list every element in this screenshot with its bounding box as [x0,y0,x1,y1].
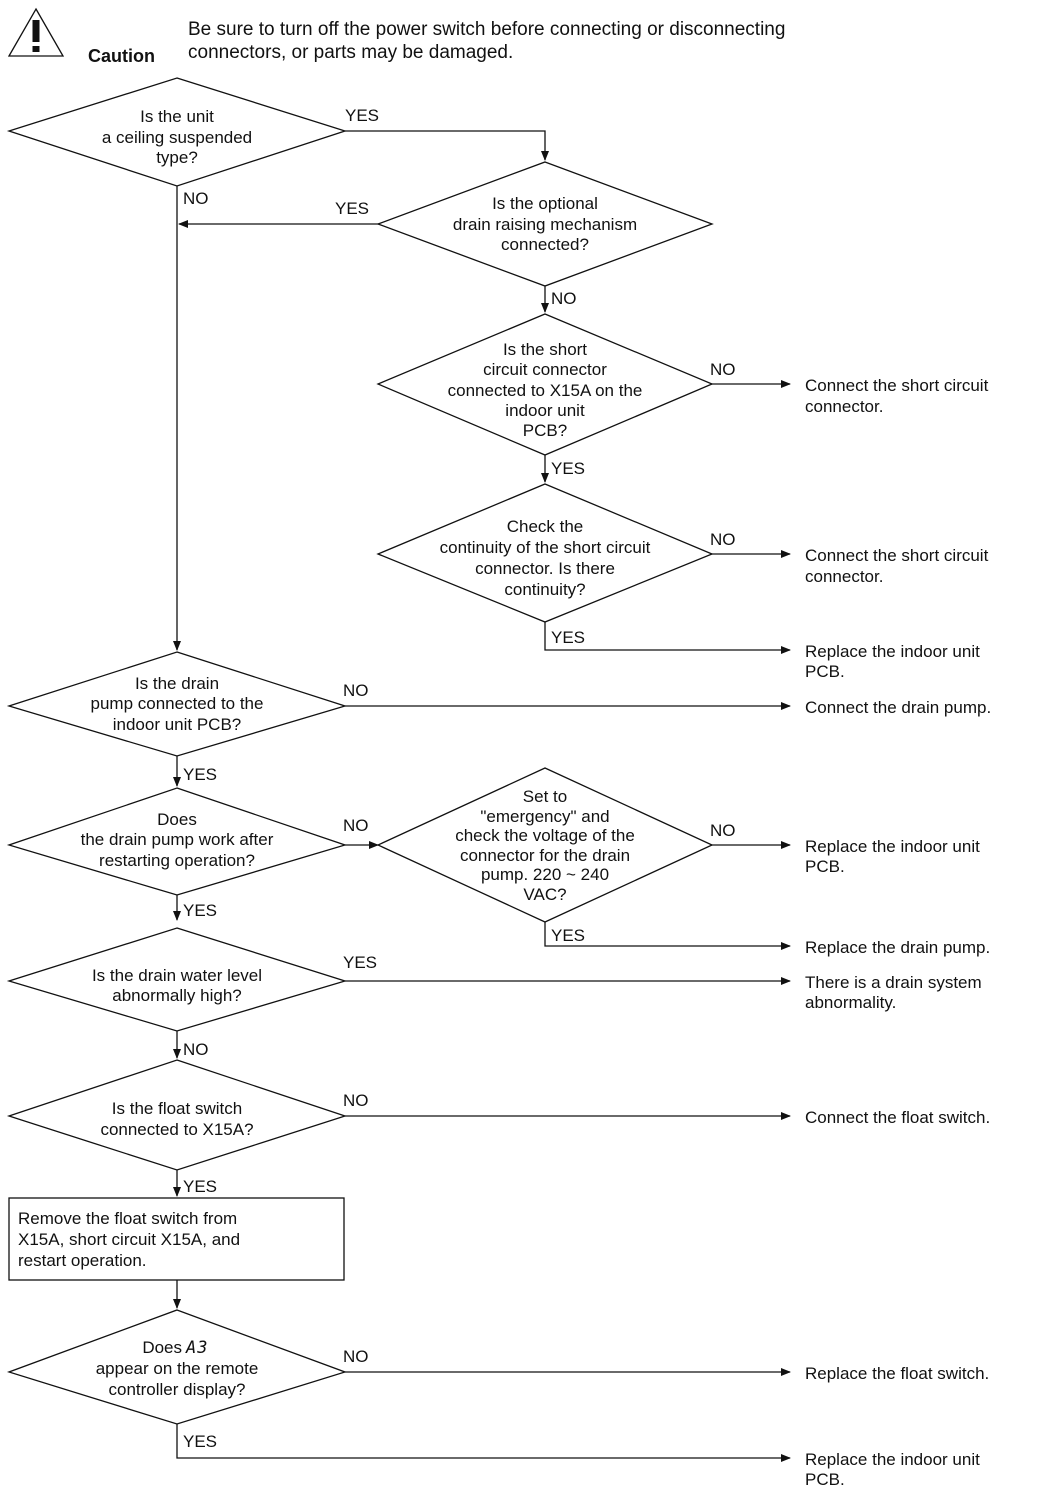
text-d1-2: type? [156,148,198,167]
text-d4-3: continuity? [504,580,585,599]
label-no-d4: NO [710,530,736,549]
text-d2-1: drain raising mechanism [453,215,637,234]
process-remove-float-switch [8,1197,345,1281]
text-d7-0: Set to [523,787,567,806]
outcome-3-0: Replace the indoor unit [805,642,980,661]
decision-water-level [6,927,348,1032]
text-d8-1: abnormally high? [112,986,241,1005]
outcome-10-1: PCB. [805,1470,845,1489]
text-d3-4: PCB? [523,421,567,440]
text-d7-2: check the voltage of the [455,826,635,845]
label-no-d5: NO [343,681,369,700]
caution-line-2: connectors, or parts may be damaged. [188,42,514,63]
label-yes-d2: YES [335,199,369,218]
text-d7-1: "emergency" and [480,807,609,826]
text-d3-2: connected to X15A on the [448,381,643,400]
text-d1-1: a ceiling suspended [102,128,252,147]
text-d7-3: connector for the drain [460,846,630,865]
text-b1-1: X15A, short circuit X15A, and [18,1230,240,1249]
label-yes-d4: YES [551,628,585,647]
outcome-7-0: There is a drain system [805,973,982,992]
text-d3-1: circuit connector [483,360,607,379]
text-d10-0: appear on the remote [96,1359,259,1378]
caution-notice: Caution Be sure to turn off the power sw… [8,6,908,66]
outcome-5-0: Replace the indoor unit [805,837,980,856]
decision-continuity [376,483,714,623]
text-d10-does: Does [142,1338,182,1357]
text-d10-1: controller display? [108,1380,245,1399]
decision-drain-raising [376,161,714,287]
outcome-6-0: Replace the drain pump. [805,938,990,957]
label-no-d9: NO [343,1091,369,1110]
text-d4-0: Check the [507,517,584,536]
outcome-8-0: Connect the float switch. [805,1108,990,1127]
label-yes-d10: YES [183,1432,217,1451]
text-d4-1: continuity of the short circuit [440,538,651,557]
decision-drain-pump-works [6,787,348,896]
text-d9-0: Is the float switch [112,1099,242,1118]
label-yes-d1: YES [345,106,379,125]
outcome-7-1: abnormality. [805,993,896,1012]
label-no-d10: NO [343,1347,369,1366]
outcome-1-0: Connect the short circuit [805,376,989,395]
caution-label: Caution [88,46,155,66]
text-d2-2: connected? [501,235,589,254]
decision-a3-display [6,1309,348,1425]
decision-drain-pump-connected [6,651,348,757]
outcome-3-1: PCB. [805,662,845,681]
text-d8-0: Is the drain water level [92,966,262,985]
text-d6-0: Does [157,810,197,829]
text-d7-5: VAC? [523,885,566,904]
caution-line-1: Be sure to turn off the power switch bef… [188,19,786,40]
decision-short-circuit-connector [376,313,714,456]
outcome-2-0: Connect the short circuit [805,546,989,565]
label-no-d6: NO [343,816,369,835]
label-no-d7: NO [710,821,736,840]
text-d1-0: Is the unit [140,107,214,126]
text-d4-2: connector. Is there [475,559,615,578]
flow-shapes [6,77,714,1425]
text-d5-1: pump connected to the [91,694,264,713]
text-b1-2: restart operation. [18,1251,147,1270]
outcome-10-0: Replace the indoor unit [805,1450,980,1469]
text-d5-0: Is the drain [135,674,219,693]
text-d9-1: connected to X15A? [100,1120,253,1139]
label-yes-d6: YES [183,901,217,920]
label-no-d8: NO [183,1040,209,1059]
label-yes-d7: YES [551,926,585,945]
outcome-1-1: connector. [805,397,883,416]
outcome-2-1: connector. [805,567,883,586]
outcome-9-0: Replace the float switch. [805,1364,989,1383]
flow-lines [173,130,791,1462]
decision-emergency-voltage [376,767,714,923]
outcome-5-1: PCB. [805,857,845,876]
text-d5-2: indoor unit PCB? [113,715,242,734]
text-d6-1: the drain pump work after [81,830,274,849]
text-d10-code: A3 [185,1338,208,1358]
text-d7-4: pump. 220 ~ 240 [481,865,609,884]
label-yes-d3: YES [551,459,585,478]
decision-float-switch [6,1059,348,1171]
text-d3-0: Is the short [503,340,587,359]
text-d2-0: Is the optional [492,194,598,213]
text-d6-2: restarting operation? [99,851,255,870]
warning-triangle-icon [8,7,65,57]
label-no-d2: NO [551,289,577,308]
label-yes-d9: YES [183,1177,217,1196]
label-no-d3: NO [710,360,736,379]
label-yes-d5: YES [183,765,217,784]
decision-ceiling-suspended [6,77,348,187]
outcome-4-0: Connect the drain pump. [805,698,991,717]
text-b1-0: Remove the float switch from [18,1209,237,1228]
label-yes-d8: YES [343,953,377,972]
label-no-d1: NO [183,189,209,208]
text-d3-3: indoor unit [505,401,585,420]
caution-text: Be sure to turn off the power switch bef… [188,18,908,64]
